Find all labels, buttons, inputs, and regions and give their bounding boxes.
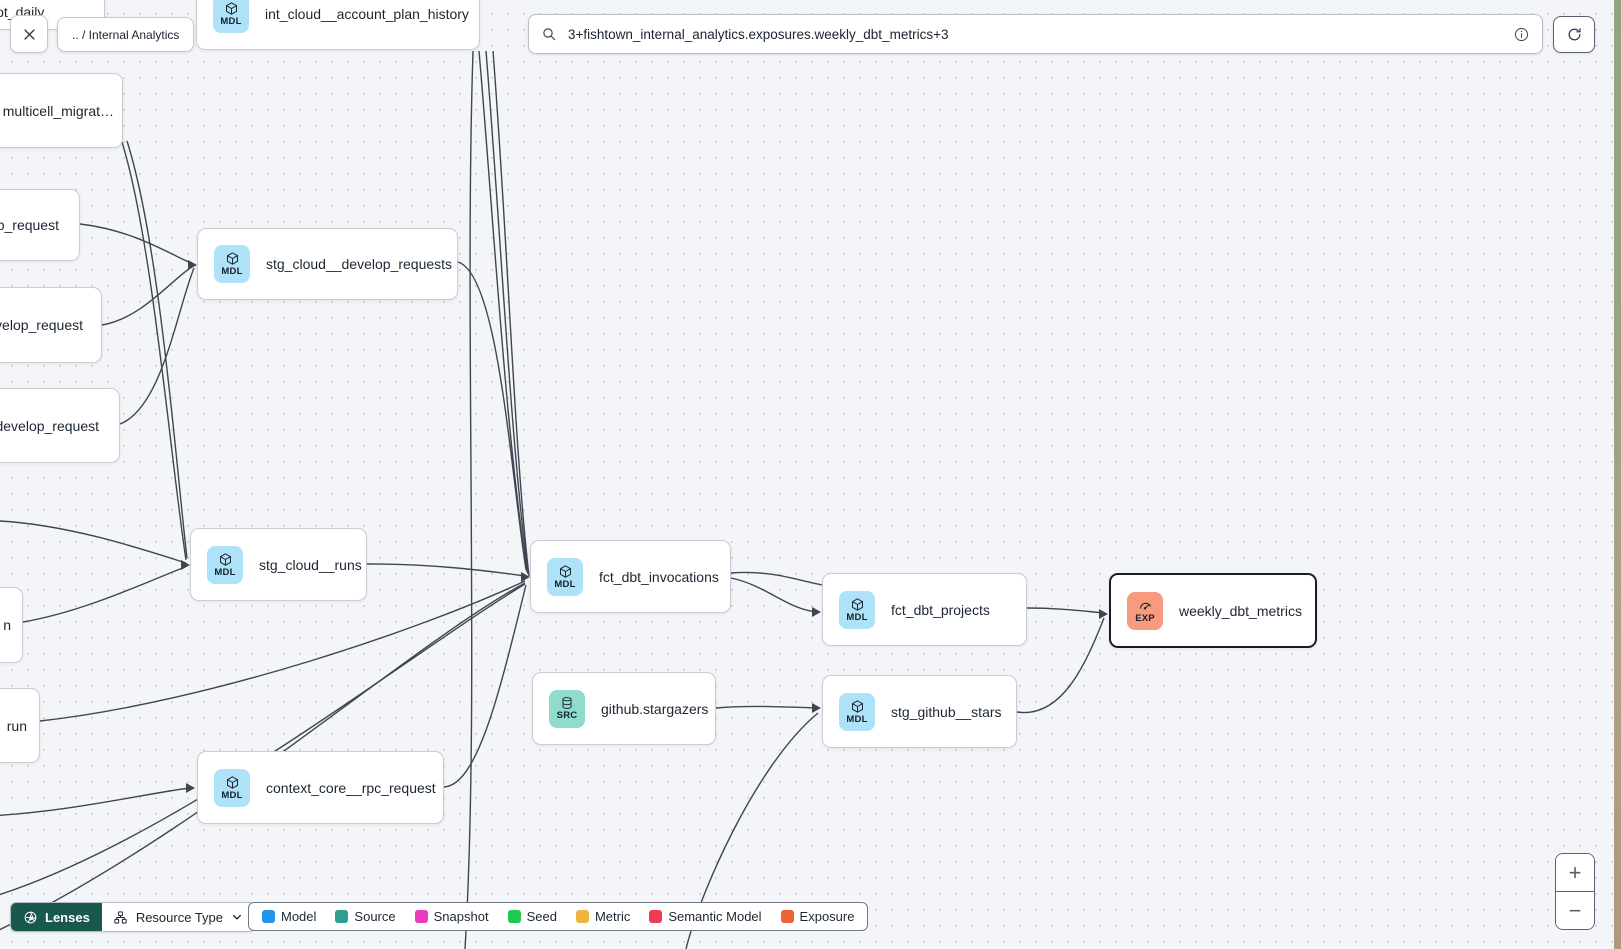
node-label: int_cloud__account_plan_history xyxy=(265,5,469,22)
lens-aperture-icon xyxy=(24,911,37,923)
cube-icon xyxy=(219,553,231,566)
search-icon xyxy=(543,28,556,41)
legend-item-snapshot: Snapshot xyxy=(414,909,489,924)
node-stg-cloud-develop-requests[interactable]: MDL stg_cloud__develop_requests xyxy=(197,228,458,300)
close-icon xyxy=(23,28,35,40)
source-badge: SRC xyxy=(549,689,585,728)
chevron-down-icon xyxy=(233,914,242,920)
cube-icon xyxy=(226,252,238,265)
model-badge: MDL xyxy=(214,245,250,283)
close-button[interactable] xyxy=(10,15,48,53)
resource-type-label: Resource Type xyxy=(135,909,224,925)
metric-swatch xyxy=(575,910,589,923)
model-badge: MDL xyxy=(214,768,250,807)
breadcrumb[interactable]: .. / Internal Analytics xyxy=(57,17,195,52)
gauge-icon xyxy=(1139,602,1151,610)
resource-type-dropdown[interactable]: Resource Type xyxy=(101,903,255,931)
search-bar xyxy=(528,14,1543,54)
seed-swatch xyxy=(507,910,521,923)
legend-item-semantic-model: Semantic Model xyxy=(649,909,762,924)
database-icon xyxy=(562,697,572,710)
node-label: weekly_dbt_metrics xyxy=(1179,602,1302,619)
sitemap-icon xyxy=(114,910,127,924)
lenses-button[interactable]: Lenses xyxy=(11,903,102,931)
legend-item-metric: Metric xyxy=(575,909,630,924)
node-github-stargazers[interactable]: SRC github.stargazers xyxy=(532,672,716,745)
refresh-icon xyxy=(1568,28,1581,41)
legend-item-seed: Seed xyxy=(507,909,557,924)
node-fct-dbt-invocations[interactable]: MDL fct_dbt_invocations xyxy=(530,540,731,613)
node-label: github.stargazers xyxy=(601,700,709,717)
search-input[interactable] xyxy=(566,25,1504,43)
node-fct-dbt-projects[interactable]: MDL fct_dbt_projects xyxy=(822,573,1027,646)
resource-type-legend: Model Source Snapshot Seed Metric Semant… xyxy=(248,902,869,931)
node-int-cloud-account-plan-history[interactable]: MDL int_cloud__account_plan_history xyxy=(196,0,480,50)
exposure-swatch xyxy=(780,910,794,923)
node-multicell-migrations[interactable]: multicell_migrat… xyxy=(0,73,123,148)
node-label: context_core__rpc_request xyxy=(266,779,436,796)
model-swatch xyxy=(262,910,275,923)
node-label: velop_request xyxy=(0,317,83,333)
node-stg-cloud-runs[interactable]: MDL stg_cloud__runs xyxy=(190,528,367,601)
semantic-model-swatch xyxy=(649,910,663,923)
cube-icon xyxy=(225,2,237,15)
legend-item-exposure: Exposure xyxy=(780,909,854,924)
breadcrumb-label: .. / Internal Analytics xyxy=(72,27,180,42)
cube-icon xyxy=(851,700,863,713)
node-stg-github-stars[interactable]: MDL stg_github__stars xyxy=(822,675,1017,748)
model-badge: MDL xyxy=(839,590,875,629)
lenses-label: Lenses xyxy=(45,909,90,925)
snapshot-swatch xyxy=(414,910,428,923)
node-label: fct_dbt_invocations xyxy=(599,568,719,585)
exposure-badge: EXP xyxy=(1127,591,1163,630)
node-run[interactable]: run xyxy=(0,688,40,763)
node-label: p_request xyxy=(0,217,59,233)
node-label: stg_github__stars xyxy=(891,703,1002,720)
zoom-controls: + − xyxy=(1555,853,1595,930)
node-context-core-rpc-request[interactable]: MDL context_core__rpc_request xyxy=(197,751,444,824)
legend-item-source: Source xyxy=(335,909,396,924)
model-badge: MDL xyxy=(207,545,243,584)
info-icon[interactable] xyxy=(1513,26,1530,43)
node-label: develop_request xyxy=(0,417,99,434)
lens-toolbar: Lenses Resource Type xyxy=(10,902,256,932)
zoom-out-button[interactable]: − xyxy=(1556,891,1594,929)
model-badge: MDL xyxy=(547,557,583,596)
node-label: fct_dbt_projects xyxy=(891,601,990,618)
node-weekly-dbt-metrics[interactable]: EXP weekly_dbt_metrics xyxy=(1109,573,1317,648)
desktop-wallpaper-edge xyxy=(1614,0,1621,949)
node-label: multicell_migrat… xyxy=(2,102,114,119)
node-label: stg_cloud__runs xyxy=(259,556,362,573)
model-badge: MDL xyxy=(839,692,875,731)
node-label: stg_cloud__develop_requests xyxy=(266,256,453,272)
cube-icon xyxy=(851,598,863,611)
model-badge: MDL xyxy=(213,0,249,33)
node-develop-request[interactable]: develop_request xyxy=(0,388,120,463)
source-swatch xyxy=(335,910,349,923)
node-label: n xyxy=(3,617,11,633)
cube-icon xyxy=(559,565,571,578)
zoom-in-button[interactable]: + xyxy=(1556,854,1594,891)
refresh-button[interactable] xyxy=(1553,16,1595,53)
legend-item-model: Model xyxy=(262,909,316,924)
node-n[interactable]: n xyxy=(0,587,23,663)
node-velop-request[interactable]: velop_request xyxy=(0,287,102,363)
node-label: run xyxy=(6,717,27,734)
cube-icon xyxy=(226,776,238,789)
node-p-request[interactable]: p_request xyxy=(0,189,80,261)
